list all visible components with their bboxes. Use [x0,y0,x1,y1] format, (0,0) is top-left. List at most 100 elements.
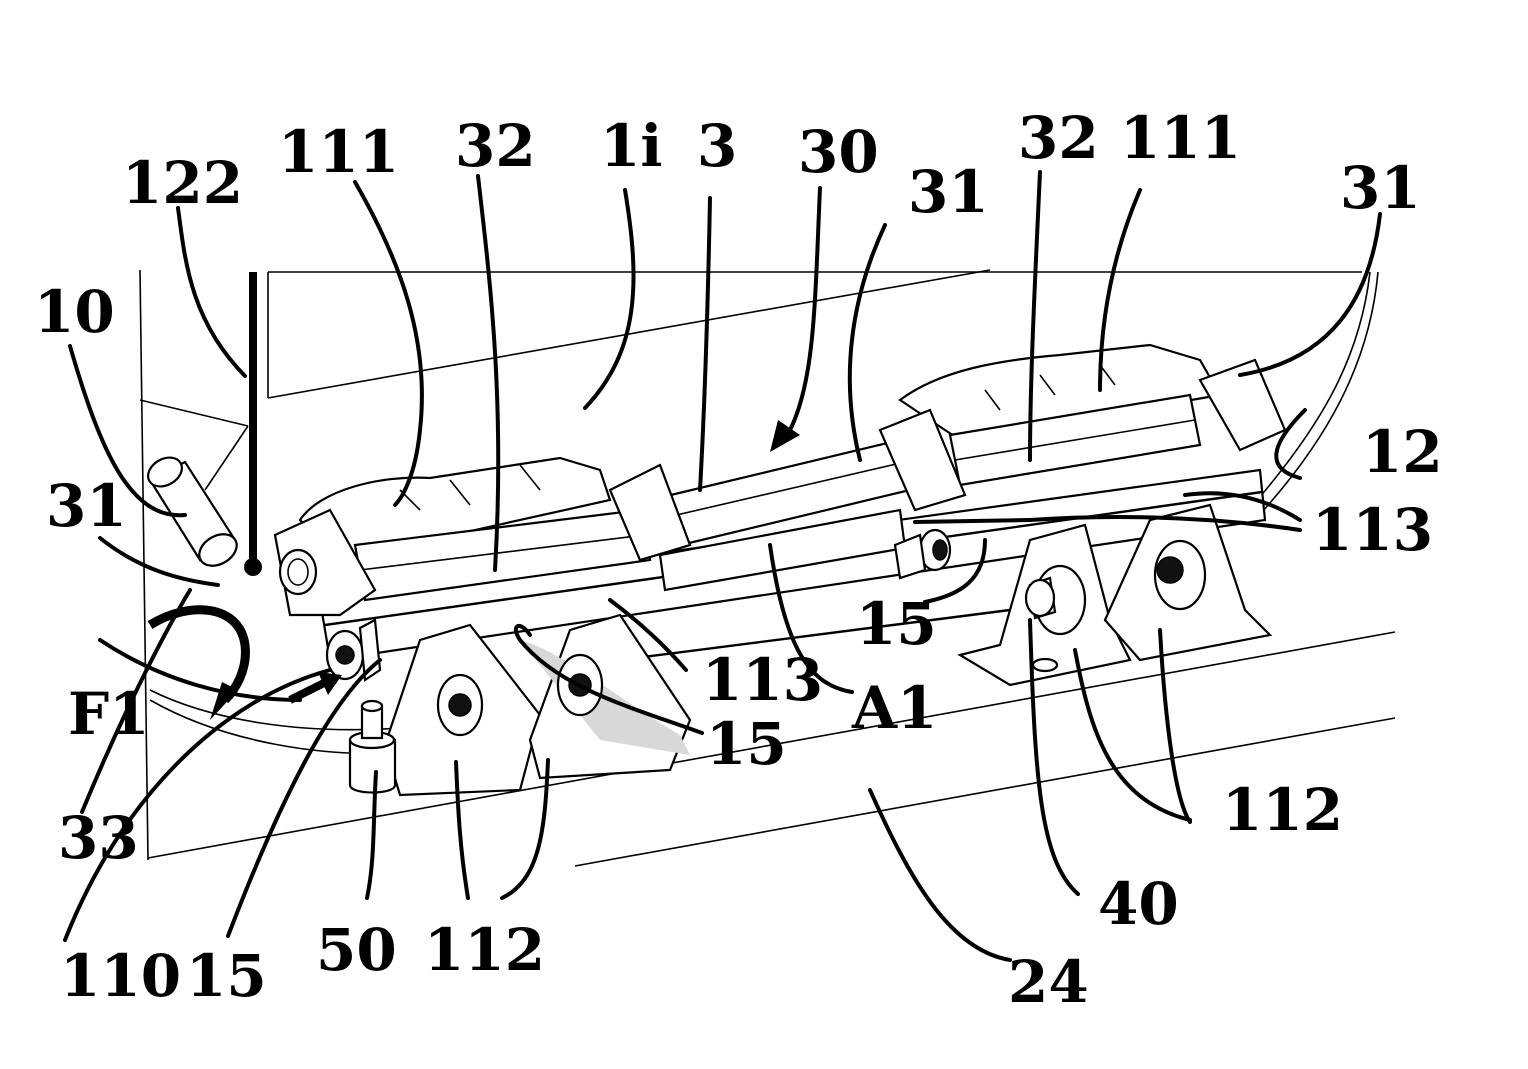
leader-F1 [98,638,302,702]
stop-end [147,456,183,488]
background-panel [139,269,1396,867]
label-31-left: 31 [46,472,127,540]
leader-112-left-a [454,760,470,900]
rail-assembly [273,343,1287,662]
rail-bottom-line [574,717,1396,867]
label-24: 24 [1008,948,1089,1016]
leader-32-left [476,174,501,572]
label-111-left: 111 [278,118,399,186]
bushing-right-2 [1156,556,1184,584]
stop-end-2 [198,533,238,567]
lug-plate-right [898,343,1222,442]
leader-113-mid [608,598,688,672]
label-15-left: 15 [186,942,267,1010]
label-A1: A1 [851,674,937,742]
lug-plate-left [298,456,612,562]
panel-diagonal [267,269,991,399]
panel-slant [139,399,249,427]
end-eye-33 [278,548,318,596]
locating-post-50 [348,699,397,794]
base-brackets-left [325,613,692,797]
leader-111-right [1098,188,1142,392]
rotation-arrow-F1 [147,605,342,720]
rail-top-line [147,631,1396,859]
leader-50 [365,770,378,900]
post-pin-top [360,699,384,713]
middle-bracket-left [608,463,692,562]
bar-32-left-line [359,534,646,571]
hinge-pin-right-core [932,539,948,561]
leader-112-left-b [500,758,550,900]
label-31-right: 31 [1340,154,1421,222]
leader-113-right-b [1028,515,1302,532]
label-1i: 1i [600,112,662,180]
curved-panel-edge [1239,271,1371,521]
leader-10 [68,344,187,518]
label-31-mid: 31 [908,158,989,226]
leader-lines [63,170,1382,962]
lug-holes-right [984,364,1116,411]
leader-15-right [923,538,987,604]
leader-110 [63,668,332,942]
rod-body [249,272,257,564]
bar-32-right-line [954,419,1196,461]
panel-slant-2 [204,425,249,491]
bolt-40-head [1024,578,1056,618]
vertical-rod-122 [244,272,262,576]
base-bolt-nut [1031,657,1059,673]
label-110: 110 [60,942,181,1010]
leader-12 [1274,408,1307,480]
label-50: 50 [316,916,397,984]
leader-113-right-a [1183,491,1302,522]
label-113-mid: 113 [702,646,823,714]
leader-112-right-b [1158,628,1192,824]
bushing-left-1 [448,693,472,717]
label-3: 3 [697,112,737,180]
reference-labels: 122 10 31 111 32 1i 3 30 31 32 111 31 12… [34,104,1443,1016]
leader-24 [868,788,1012,962]
leader-1i [583,188,636,410]
leader-15-mid [513,624,704,735]
leader-31-right [1238,212,1382,377]
label-F1: F1 [68,680,150,748]
leader-40 [1028,618,1080,896]
label-15-right: 15 [856,590,937,658]
leader-15-left [226,658,382,938]
label-12: 12 [1362,418,1443,486]
leader-112-right-a [1073,648,1192,822]
rod-tip [244,558,262,576]
leader-A1 [768,543,854,694]
leader-111-left [353,180,424,507]
cylindrical-stop-10 [147,456,238,567]
label-32-right: 32 [1018,104,1099,172]
label-30: 30 [798,118,879,186]
label-112-right: 112 [1222,776,1343,844]
label-40: 40 [1098,870,1179,938]
rail-slot [619,608,1011,662]
label-113-right: 113 [1312,496,1433,564]
curved-panel-edge-2 [1249,271,1379,526]
leader-3 [698,196,712,492]
arrow-30-head [770,420,800,452]
leader-33 [80,588,192,814]
end-eye-inner [287,558,309,586]
tube-highlight [654,461,906,521]
small-arrow-head [318,672,342,695]
label-10: 10 [34,278,115,346]
latch-bushing [335,645,355,665]
leader-31-left [98,536,220,587]
base-brackets-right [957,503,1273,687]
label-15-mid: 15 [706,710,787,778]
arrow-arc [147,605,250,704]
hinge-nut-right [893,533,927,580]
assembly-arrow-30 [770,186,822,452]
label-32-left: 32 [455,112,536,180]
leader-122 [176,206,247,378]
leader-31-mid [847,223,887,462]
label-33: 33 [58,804,139,872]
leader-30 [788,186,822,432]
label-111-right: 111 [1120,104,1241,172]
leader-113-right-c [913,518,1032,524]
